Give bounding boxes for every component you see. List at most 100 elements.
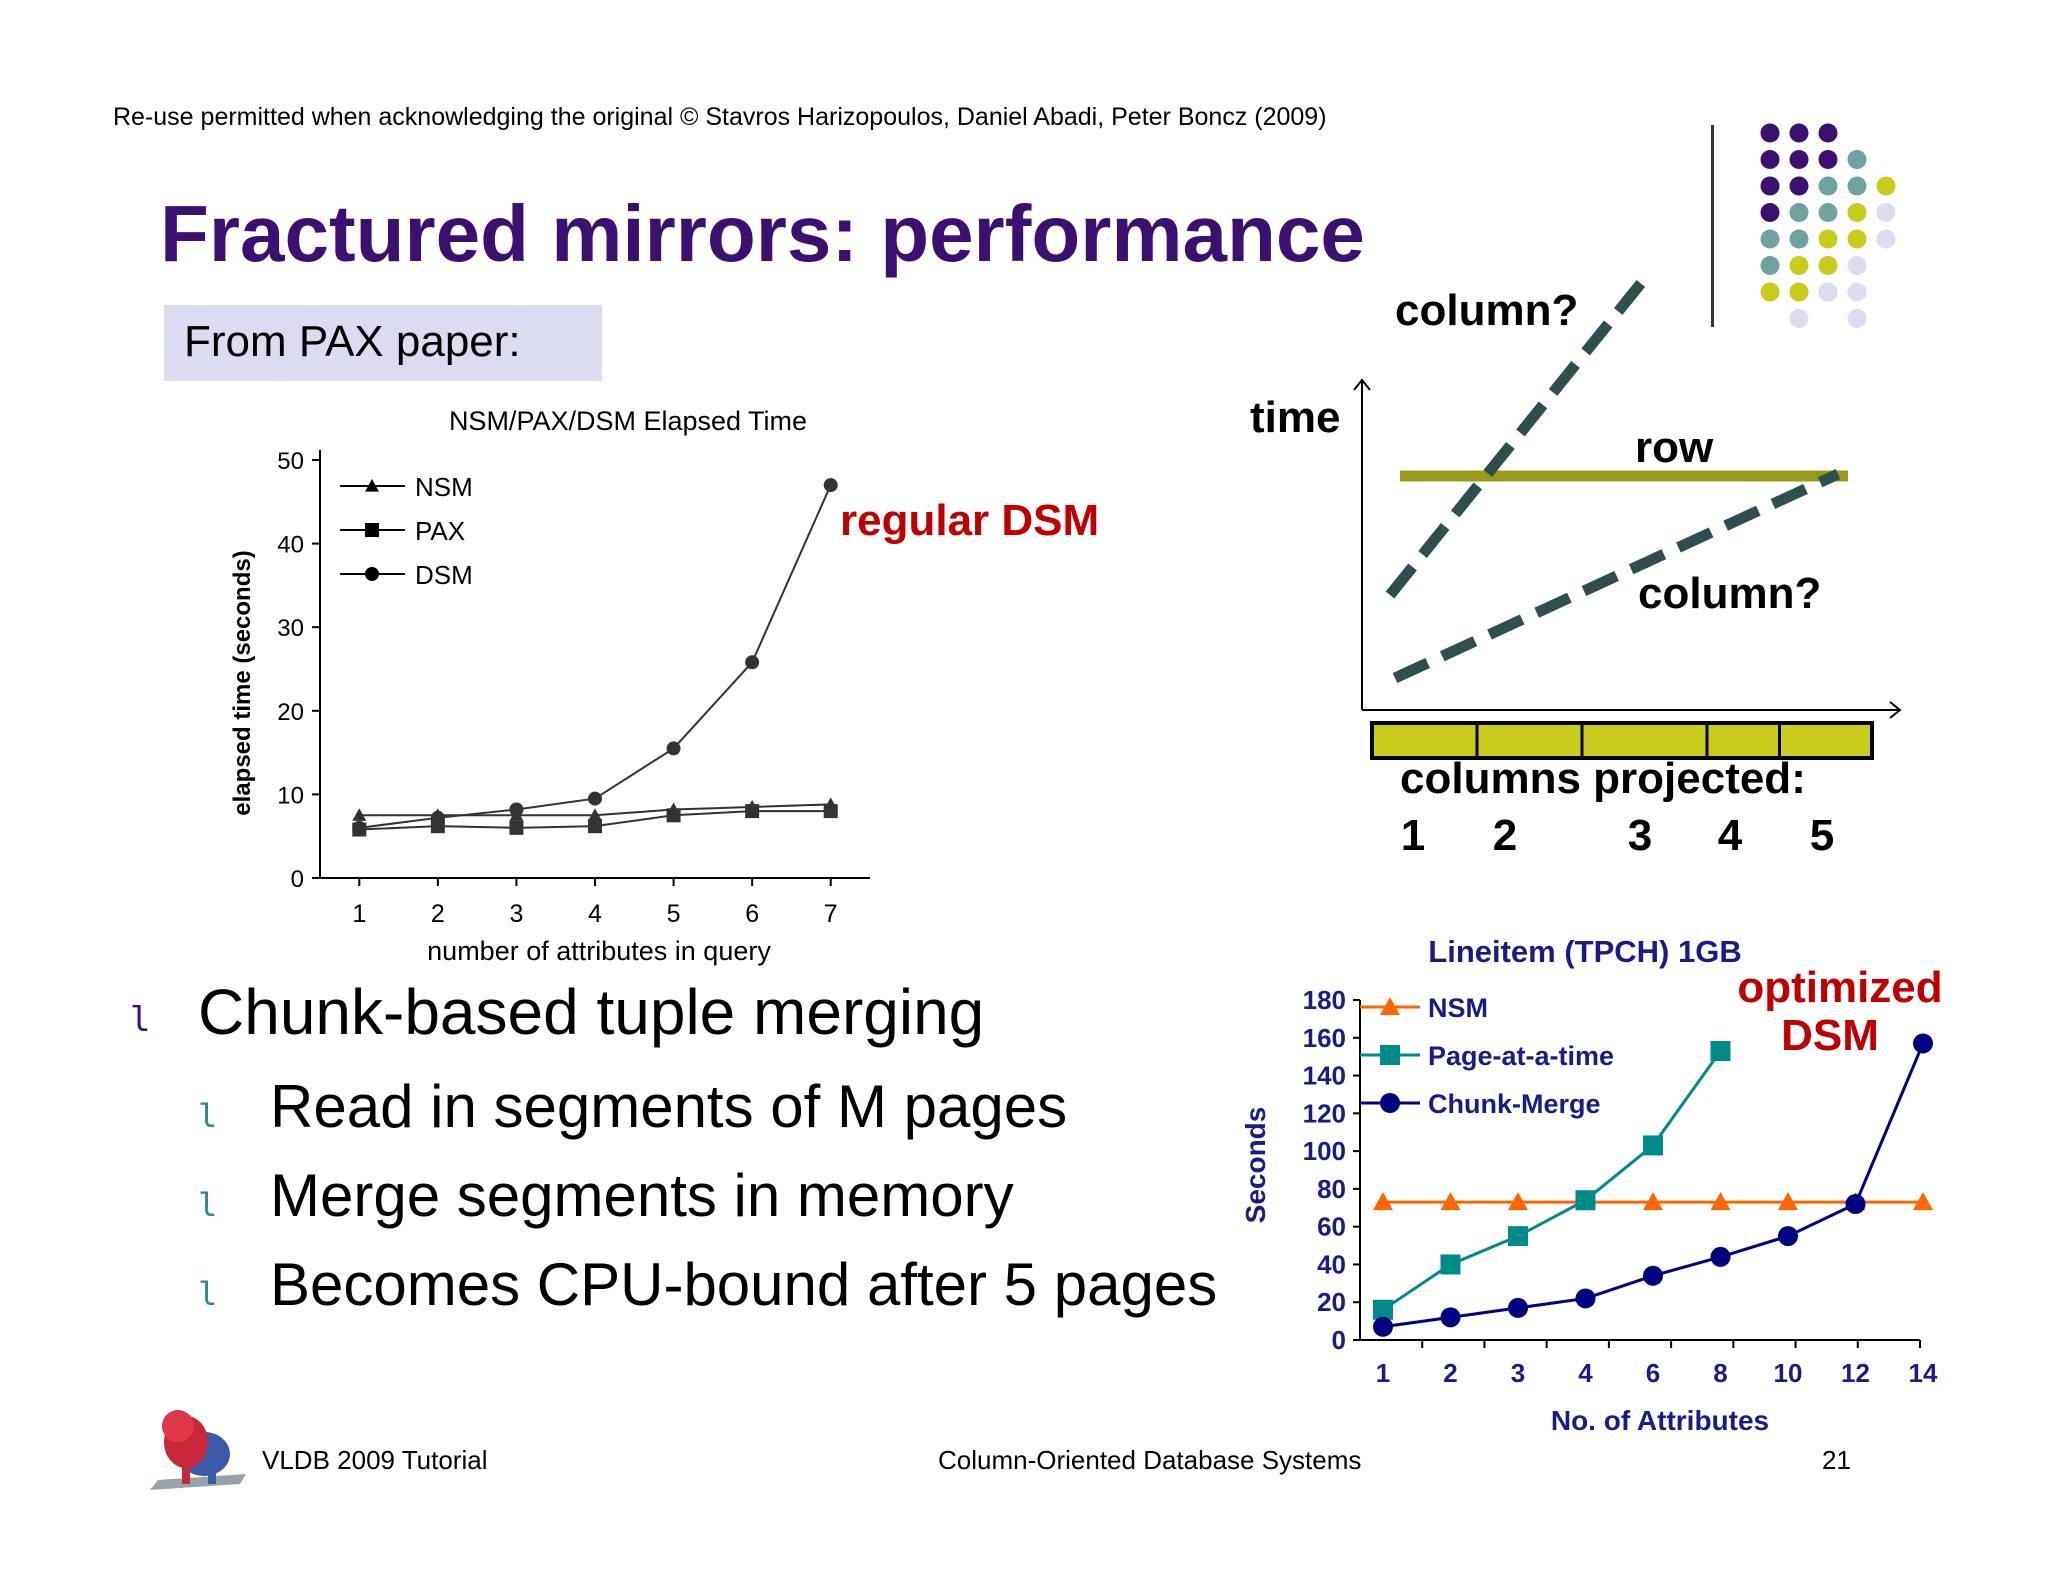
decor-dot [1789,229,1809,249]
chart3-y-tick-label: 180 [1303,985,1346,1015]
sub-bullet-marker: l [198,1097,218,1135]
chart3-y-tick-label: 120 [1303,1098,1346,1128]
decor-dot [1818,229,1838,249]
decor-dot [1760,256,1780,275]
chart3-x-tick-label: 10 [1774,1358,1803,1388]
chart1-point-dsm [588,791,602,806]
chart2-label-column-top: column? [1395,286,1578,335]
chart1-title: NSM/PAX/DSM Elapsed Time [449,406,807,436]
chart1-y-tick-label: 50 [277,448,304,475]
chart1-point-dsm [666,741,681,756]
chart1-legend-label: NSM [415,472,473,502]
chart3-point-nsm [1373,1192,1393,1211]
decor-dot [1876,229,1896,249]
chart3-x-tick-label: 2 [1443,1358,1457,1388]
chart3-y-tick-label: 20 [1317,1287,1346,1317]
chart3-x-tick-label: 14 [1909,1358,1938,1388]
chart3-y-axis-label: Seconds [1240,1107,1271,1224]
chart3-x-tick-label: 12 [1841,1358,1870,1388]
chart1-y-axis-label: elapsed time (seconds) [229,550,256,815]
chart3-point-nsm [1440,1192,1461,1211]
chart3-point-page-at-a-time [1373,1299,1393,1320]
chart1-point-pax [666,808,681,823]
chart1-x-tick-label: 3 [509,900,523,928]
subtitle-box [164,305,602,381]
chart1-y-tick-label: 40 [277,532,304,559]
chart3-x-tick-label: 8 [1713,1358,1727,1388]
decor-dot [1847,256,1867,275]
chart-conceptual: time column? row column? columns project… [1250,268,1902,860]
chart1-y-tick-label: 10 [277,782,304,809]
decor-dot [1760,203,1780,222]
chart2-x-tick-label: 2 [1493,811,1517,860]
copyright-notice: Re-use permitted when acknowledging the … [113,103,1327,131]
chart3-y-tick-label: 60 [1317,1212,1346,1242]
chart1-legend-marker [365,567,379,581]
chart1-point-pax [588,819,602,834]
chart1-x-tick-label: 2 [431,900,445,928]
chart1-legend-label: PAX [415,516,465,546]
chart1-y-tick-label: 0 [291,866,304,893]
lion-logo-icon [150,1410,246,1490]
chart2-x-tick-label: 1 [1401,811,1425,860]
chart3-y-tick-label: 160 [1303,1023,1346,1053]
decor-dot [1760,176,1780,196]
chart2-column-steep-line [1385,268,1655,599]
decor-dot [1818,282,1838,302]
chart3-point-chunk-merge [1575,1288,1596,1309]
chart2-column-shallow-line [1392,469,1841,683]
chart1-x-tick-label: 6 [745,900,759,928]
chart3-point-nsm [1643,1192,1663,1211]
decor-dot [1818,123,1838,143]
chart3-point-page-at-a-time [1508,1226,1528,1247]
chart3-legend-label: Chunk-Merge [1428,1089,1601,1119]
chart3-point-page-at-a-time [1440,1254,1461,1275]
chart1-x-tick-label: 1 [352,900,366,928]
decor-dot [1760,150,1780,169]
footer-center: Column-Oriented Database Systems [938,1445,1362,1475]
decor-dot [1847,282,1867,302]
chart3-point-chunk-merge [1778,1226,1798,1247]
decor-dot [1789,123,1809,143]
chart3-point-chunk-merge [1845,1194,1866,1214]
chart1-point-pax [745,804,760,819]
chart3-point-nsm [1508,1192,1528,1211]
decor-divider [1711,125,1714,327]
chart3-y-tick-label: 100 [1303,1136,1346,1166]
chart3-x-tick-label: 6 [1646,1358,1660,1388]
chart1-point-nsm [352,808,367,821]
chart3-annotation-dsm: DSM [1781,1011,1879,1060]
chart1-point-pax [823,804,838,819]
chart3-legend-marker [1380,1093,1400,1113]
chart3-point-chunk-merge [1440,1307,1461,1328]
decor-dot [1876,203,1896,222]
decor-dots [1760,123,1896,328]
chart3-y-tick-label: 40 [1317,1249,1346,1279]
sub-bullet-marker: l [198,1186,218,1224]
chart-lineitem: Lineitem (TPCH) 1GB Seconds No. of Attri… [1240,934,1943,1436]
decor-dot [1760,123,1780,143]
chart1-annotation-regular-dsm: regular DSM [840,496,1099,545]
chart3-y-tick-label: 80 [1317,1174,1346,1204]
chart1-point-dsm [509,802,524,817]
decor-dot [1847,309,1867,328]
chart2-x-tick-label: 3 [1628,811,1652,860]
chart1-point-dsm [823,478,838,493]
chart1-x-tick-label: 5 [667,900,681,928]
chart3-series-line-page-at-a-time [1382,1050,1722,1312]
chart2-label-column-bottom: column? [1638,569,1821,618]
chart1-y-tick-label: 30 [277,615,304,642]
chart3-point-chunk-merge [1913,1033,1933,1054]
chart-elapsed-time: NSM/PAX/DSM Elapsed Time elapsed time (s… [229,406,1099,966]
chart3-point-page-at-a-time [1575,1190,1596,1211]
bullet-main-text: Chunk-based tuple merging [198,976,985,1048]
chart3-x-tick-label: 3 [1511,1358,1525,1388]
decor-dot [1847,203,1867,222]
chart3-legend-marker [1380,997,1400,1015]
chart1-point-dsm [352,820,367,835]
sub-bullet-marker: l [198,1275,218,1313]
chart2-x-tick-label: 5 [1810,811,1834,860]
decor-dot [1789,203,1809,222]
chart3-title: Lineitem (TPCH) 1GB [1428,934,1741,969]
chart1-y-tick-label: 20 [277,699,304,726]
